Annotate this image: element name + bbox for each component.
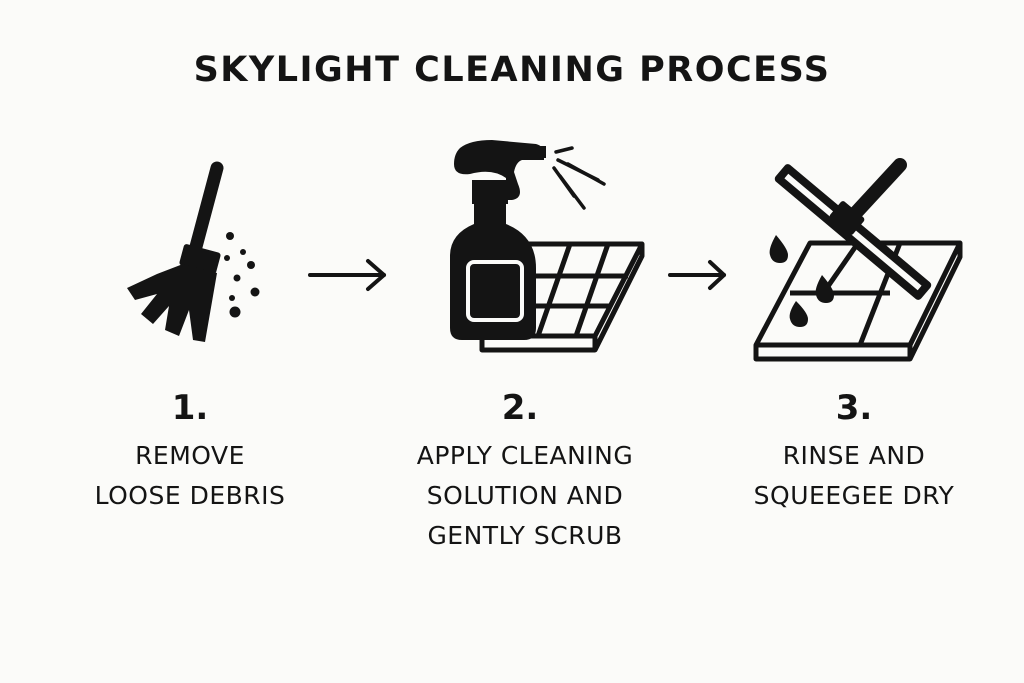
step-2-label-line: APPLY CLEANING (416, 441, 634, 470)
step-3-label: RINSE AND SQUEEGEE DRY (694, 436, 1014, 516)
arrow-right-icon (308, 259, 386, 291)
step-3-label-line: RINSE AND (782, 441, 926, 470)
step-1-label-line: REMOVE (135, 441, 245, 470)
arrow-right-icon (668, 260, 726, 290)
step-1-label: REMOVE LOOSE DEBRIS (30, 436, 350, 516)
step-3-number: 3. (835, 388, 873, 428)
step-1-number: 1. (171, 388, 209, 428)
step-2-label: APPLY CLEANING SOLUTION AND GENTLY SCRUB (365, 436, 685, 556)
broom-icon (127, 161, 260, 342)
diagram-title: SKYLIGHT CLEANING PROCESS (193, 50, 831, 90)
spray-bottle-icon (450, 140, 645, 353)
step-2-label-line: SOLUTION AND (426, 481, 624, 510)
step-2-number: 2. (501, 388, 539, 428)
step-2-label-line: GENTLY SCRUB (427, 521, 623, 550)
step-3-label-line: SQUEEGEE DRY (753, 481, 955, 510)
squeegee-icon (753, 158, 963, 362)
step-1-label-line: LOOSE DEBRIS (94, 481, 286, 510)
